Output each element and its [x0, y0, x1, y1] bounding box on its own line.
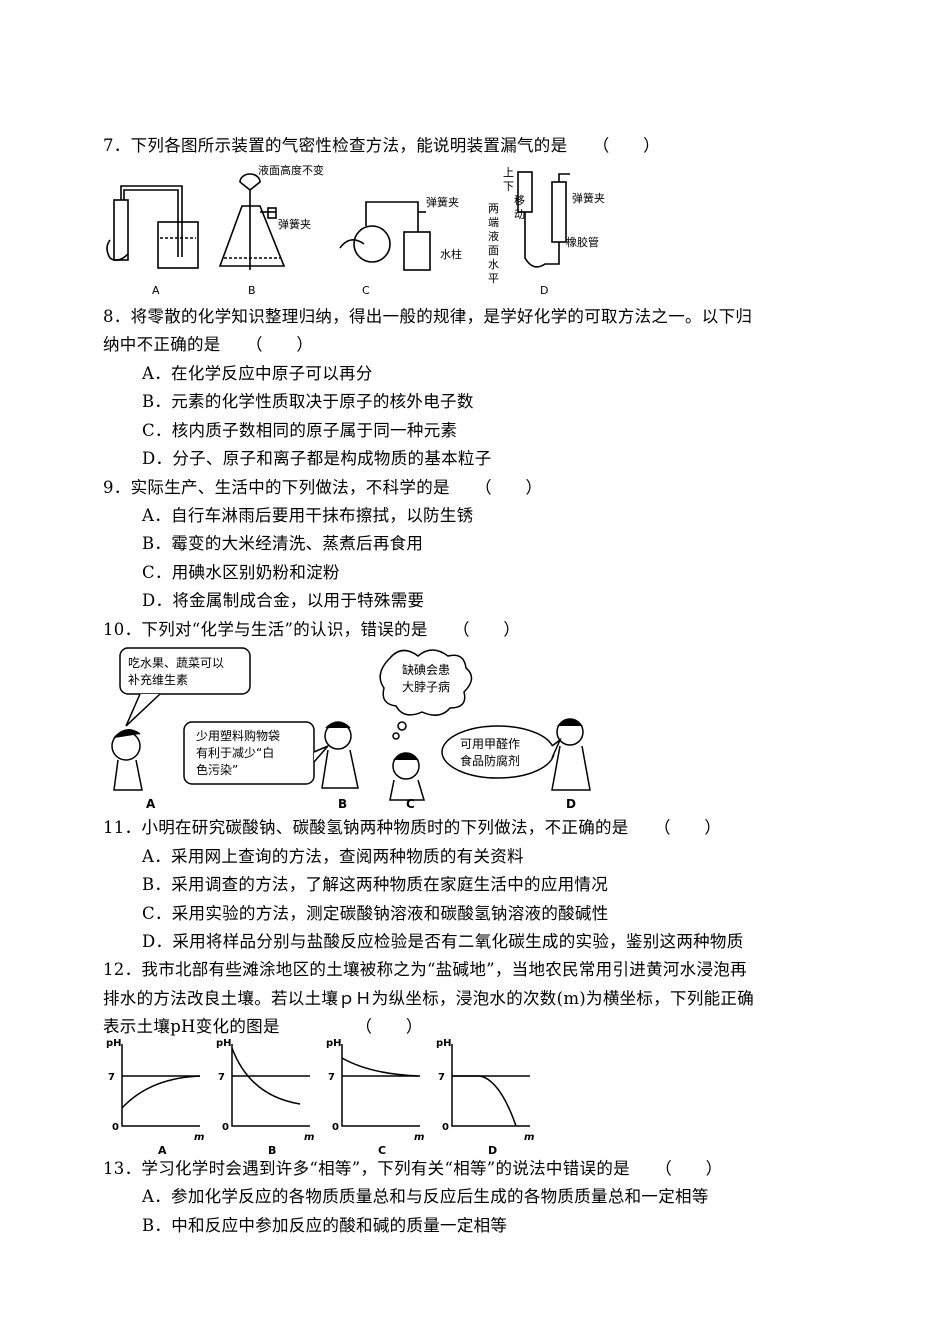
graph-c-xlabel: m [414, 1132, 424, 1143]
fig-c-letter: C [362, 284, 370, 297]
q10-stem: 10．下列对“化学与生活”的认识，错误的是 （ ） [103, 620, 521, 639]
q10-letter-a: A [146, 797, 156, 811]
q12-stem-line2: 排水的方法改良土壤。若以土壤ｐＨ为纵坐标，浸泡水的次数(m)为横坐标，下列能正确 [103, 989, 755, 1008]
q13-option-b: B．中和反应中参加反应的酸和碱的质量一定相等 [142, 1216, 508, 1235]
q9-stem: 9．实际生产、生活中的下列做法，不科学的是 （ ） [103, 478, 543, 497]
q7-apparatus-figure: A 液面高度不变 弹簧夹 B 弹簧夹 水柱 C 上 下 移 动 两 端 液 面 [106, 163, 605, 297]
graph-d-xlabel: m [524, 1132, 534, 1143]
q11-option-d: D．采用将样品分别与盐酸反应检验是否有二氧化碳生成的实验，鉴别这两种物质 [142, 932, 744, 951]
graph-c-ylabel: pH [326, 1038, 342, 1049]
fig-d-letter: D [540, 284, 548, 297]
graph-d-ylabel: pH [436, 1038, 452, 1049]
q8-option-a: A．在化学反应中原子可以再分 [142, 364, 373, 383]
graph-b-xlabel: m [304, 1132, 314, 1143]
fig-d-v2-5: 平 [488, 272, 499, 285]
q9-option-a: A．自行车淋雨后要用干抹布擦拭，以防生锈 [142, 506, 474, 525]
q11-option-c: C．采用实验的方法，测定碳酸钠溶液和碳酸氢钠溶液的酸碱性 [142, 904, 609, 923]
fig-b-letter: B [248, 284, 256, 297]
fig-d-v2-3: 面 [488, 244, 499, 257]
fig-d-v1-2: 移 [514, 194, 525, 207]
q12-ph-graphs: pH 7 0 m pH 7 0 m pH 7 0 m pH 7 0 m A B … [106, 1038, 534, 1157]
q8-option-d: D．分子、原子和离子都是构成物质的基本粒子 [142, 449, 492, 468]
q10-letter-b: B [338, 797, 347, 811]
fig-d-v1-0: 上 [503, 166, 514, 179]
bubble-d-line2: 食品防腐剂 [460, 753, 520, 768]
graph-c-zero: 0 [332, 1122, 339, 1133]
q13-stem: 13．学习化学时会遇到许多“相等”，下列有关“相等”的说法中错误的是 （ ） [103, 1159, 723, 1178]
graph-d-letter: D [488, 1144, 497, 1157]
graph-c-seven: 7 [328, 1072, 335, 1083]
bubble-b-line2: 有利于减少“白 [196, 745, 274, 760]
graph-d-zero: 0 [442, 1122, 449, 1133]
fig-d-v1-1: 下 [503, 180, 514, 193]
bubble-a-line2: 补充维生素 [128, 672, 188, 687]
fig-b-top-label: 液面高度不变 [258, 163, 324, 177]
fig-d-v2-1: 端 [488, 216, 499, 229]
q11-stem: 11．小明在研究碳酸钠、碳酸氢钠两种物质时的下列做法，不正确的是 （ ） [103, 818, 722, 837]
q9-option-d: D．将金属制成合金，以用于特殊需要 [142, 591, 425, 610]
fig-d-tube-label: 橡胶管 [566, 235, 599, 249]
graph-a-letter: A [158, 1144, 167, 1157]
fig-d-v2-2: 液 [488, 229, 499, 243]
q11-option-a: A．采用网上查询的方法，查阅两种物质的有关资料 [142, 847, 524, 866]
graph-a-ylabel: pH [106, 1038, 122, 1049]
q8-option-c: C．核内质子数相同的原子属于同一种元素 [142, 421, 458, 440]
graph-a-xlabel: m [194, 1132, 204, 1143]
graph-b-zero: 0 [222, 1122, 229, 1133]
q9-option-b: B．霉变的大米经清洗、蒸煮后再食用 [142, 534, 424, 553]
q12-stem-line3: 表示土壤pH变化的图是 （ ） [103, 1017, 423, 1036]
fig-a-letter: A [152, 284, 160, 297]
graph-b-seven: 7 [218, 1072, 225, 1083]
fig-d-v1-3: 动 [514, 208, 525, 221]
graph-b-letter: B [268, 1144, 276, 1157]
q13-option-a: A．参加化学反应的各物质质量总和与反应后生成的各物质质量总和一定相等 [142, 1187, 709, 1206]
bubble-b-line3: 色污染” [196, 762, 238, 777]
fig-d-v2-0: 两 [488, 202, 499, 215]
q10-letter-d: D [566, 797, 576, 811]
fig-c-clip-label: 弹簧夹 [426, 195, 459, 209]
fig-d-clip-label: 弹簧夹 [572, 191, 605, 205]
q8-option-b: B．元素的化学性质取决于原子的核外电子数 [142, 392, 474, 411]
fig-c-water-label: 水柱 [440, 247, 462, 261]
graph-d-seven: 7 [438, 1072, 445, 1083]
graph-c-letter: C [378, 1144, 386, 1157]
q9-option-c: C．用碘水区别奶粉和淀粉 [142, 563, 340, 582]
q10-cartoon-figure: 吃水果、蔬菜可以 补充维生素 少用塑料购物袋 有利于减少“白 色污染” 缺碘会患… [111, 647, 591, 811]
q7-stem: 7．下列各图所示装置的气密性检查方法，能说明装置漏气的是 （ ） [103, 136, 660, 155]
graph-a-seven: 7 [108, 1072, 115, 1083]
q10-letter-c: C [406, 797, 415, 811]
q11-option-b: B．采用调查的方法，了解这两种物质在家庭生活中的应用情况 [142, 875, 609, 894]
bubble-d-line1: 可用甲醛作 [460, 736, 520, 751]
bubble-c-line1: 缺碘会患 [402, 662, 450, 677]
fig-d-v2-4: 水 [488, 258, 499, 271]
bubble-a-line1: 吃水果、蔬菜可以 [128, 656, 224, 670]
graph-b-ylabel: pH [216, 1038, 232, 1049]
q8-stem-line2: 纳中不正确的是 （ ） [103, 335, 314, 354]
bubble-b-line1: 少用塑料购物袋 [196, 728, 280, 743]
q8-stem-line1: 8．将零散的化学知识整理归纳，得出一般的规律，是学好化学的可取方法之一。以下归 [103, 307, 753, 326]
bubble-c-line2: 大脖子病 [402, 679, 450, 694]
fig-b-clip-label: 弹簧夹 [278, 217, 311, 231]
graph-a-zero: 0 [112, 1122, 119, 1133]
q12-stem-line1: 12．我市北部有些滩涂地区的土壤被称之为“盐碱地”，当地农民常用引进黄河水浸泡再 [103, 960, 747, 979]
